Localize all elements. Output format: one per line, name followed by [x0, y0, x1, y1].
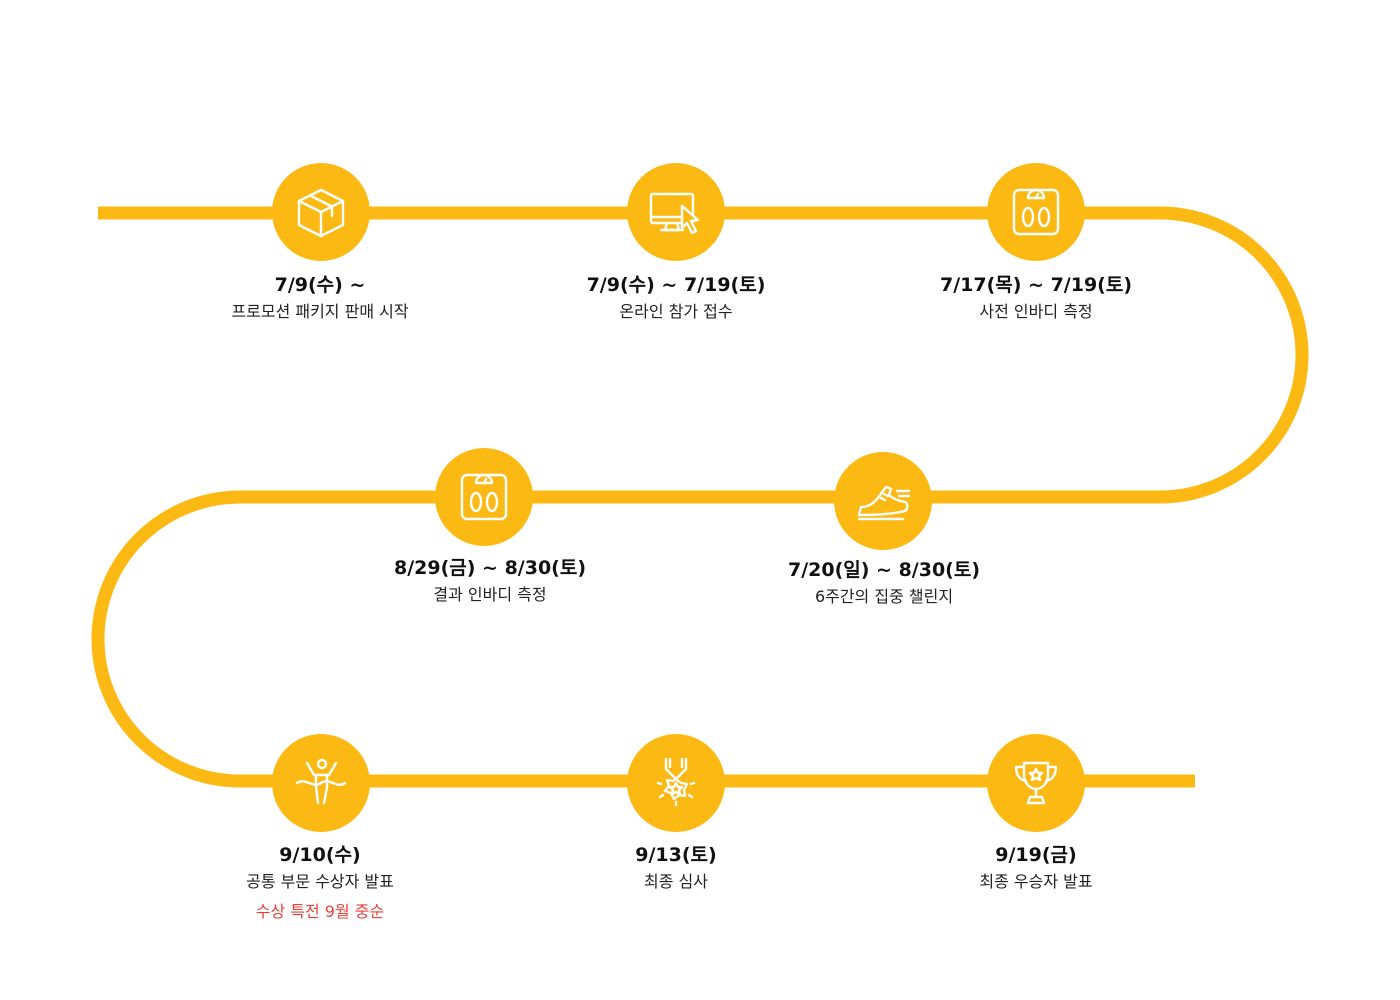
milestone-description: 공통 부문 수상자 발표: [246, 872, 394, 891]
milestone-circle-7: [627, 734, 725, 832]
body-scale-icon: [1012, 188, 1060, 236]
milestone-circle-3: [987, 163, 1085, 261]
milestone-description: 온라인 참가 접수: [619, 302, 733, 321]
milestone-label-3: 7/17(목) ~ 7/19(토) 사전 인바디 측정: [866, 272, 1206, 324]
milestone-date: 7/17(목) ~ 7/19(토): [939, 274, 1133, 296]
milestone-label-7: 9/13(토) 최종 심사: [506, 842, 846, 894]
box-icon: [297, 188, 345, 238]
milestone-date: 8/29(금) ~ 8/30(토): [393, 557, 587, 579]
milestone-label-6: 9/10(수) 공통 부문 수상자 발표 수상 특전 9월 중순: [150, 842, 490, 924]
milestone-label-8: 9/19(금) 최종 우승자 발표: [866, 842, 1206, 894]
milestone-date: 9/10(수): [279, 844, 361, 866]
milestone-description: 6주간의 집중 챌린지: [814, 587, 954, 606]
milestone-note: 수상 특전 9월 중순: [255, 902, 385, 921]
milestone-description: 결과 인바디 측정: [433, 585, 547, 604]
milestone-date: 9/19(금): [995, 844, 1077, 866]
milestone-circle-5: [435, 448, 533, 546]
milestone-circle-8: [987, 734, 1085, 832]
running-shoe-icon: [857, 485, 911, 521]
milestone-description: 최종 심사: [644, 872, 708, 891]
milestone-description: 프로모션 패키지 판매 시작: [231, 302, 409, 321]
milestone-date: 7/9(수) ~: [274, 274, 366, 296]
medal-icon: [656, 757, 696, 807]
milestone-description: 최종 우승자 발표: [979, 872, 1093, 891]
body-scale-icon: [460, 473, 508, 521]
milestone-label-1: 7/9(수) ~ 프로모션 패키지 판매 시작: [150, 272, 490, 324]
milestone-date: 7/9(수) ~ 7/19(토): [586, 274, 766, 296]
milestone-circle-6: [272, 734, 370, 832]
milestone-circle-2: [627, 163, 725, 261]
milestone-circle-4: [834, 452, 932, 550]
milestone-label-5: 8/29(금) ~ 8/30(토) 결과 인바디 측정: [320, 555, 660, 607]
milestone-circle-1: [272, 163, 370, 261]
finish-line-icon: [295, 758, 347, 805]
trophy-icon: [1014, 761, 1058, 805]
timeline-path: [91, 206, 1309, 788]
milestone-date: 9/13(토): [635, 844, 717, 866]
milestone-label-2: 7/9(수) ~ 7/19(토) 온라인 참가 접수: [506, 272, 846, 324]
monitor-cursor-icon: [649, 192, 700, 235]
milestone-date: 7/20(일) ~ 8/30(토): [787, 559, 981, 581]
milestone-description: 사전 인바디 측정: [979, 302, 1093, 321]
milestone-label-4: 7/20(일) ~ 8/30(토) 6주간의 집중 챌린지: [714, 557, 1054, 609]
